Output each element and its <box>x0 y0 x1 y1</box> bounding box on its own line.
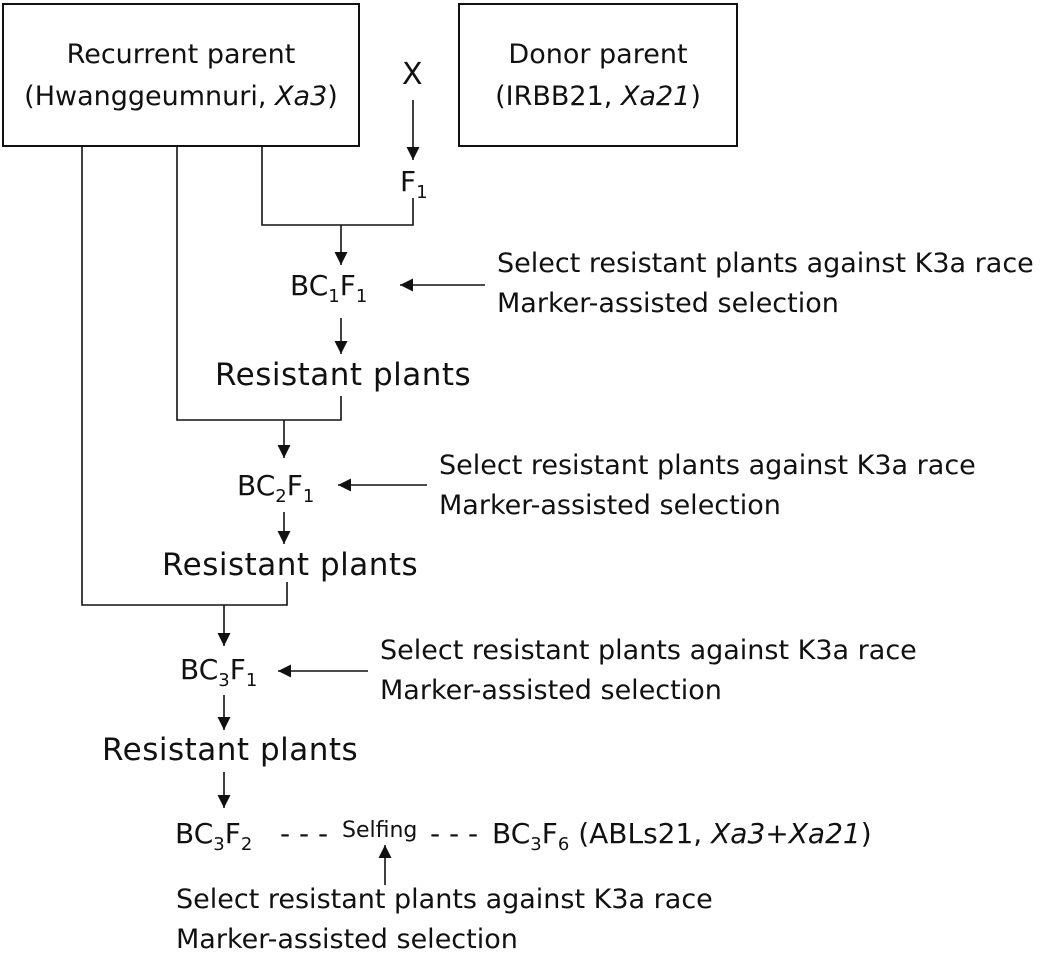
final-gene-xa3: Xa3 <box>711 817 766 850</box>
bc2-resistant-plants: Resistant plants <box>162 547 419 583</box>
bc2-cross-line <box>176 147 342 421</box>
bc3-selection-line2: Marker-assisted selection <box>380 675 722 706</box>
recurrent-parent-box: Recurrent parent (Hwanggeumnuri, Xa3) <box>2 3 360 147</box>
bc3f6-label: BC3F6 (ABLs21, Xa3+Xa21) <box>492 817 872 855</box>
f1-label: F1 <box>400 165 428 203</box>
donor-parent-box: Donor parent (IRBB21, Xa21) <box>458 3 738 147</box>
selfing-dash-right: - - - <box>430 817 479 850</box>
final-line-name: (ABLs21, <box>569 817 712 850</box>
bc1-selection-line1: Select resistant plants against K3a race <box>497 248 1034 279</box>
bc2f1-label: BC2F1 <box>237 469 315 507</box>
bc2-selection-line1: Select resistant plants against K3a race <box>439 450 976 481</box>
bc1-selection-text: Select resistant plants against K3a race… <box>497 244 1034 324</box>
bc3-resistant-plants: Resistant plants <box>102 732 359 768</box>
selfing-dash-left: - - - <box>280 817 329 850</box>
bc3-selection-line1: Select resistant plants against K3a race <box>380 635 917 666</box>
recurrent-parent-detail: (Hwanggeumnuri, Xa3) <box>24 81 338 112</box>
bc3f1-label: BC3F1 <box>180 653 258 691</box>
bc1-resistant-plants: Resistant plants <box>215 357 472 393</box>
donor-gene: Xa21 <box>620 81 691 112</box>
donor-parent-title: Donor parent <box>508 39 688 70</box>
selfing-selection-line2: Marker-assisted selection <box>176 924 518 955</box>
bc3-selection-text: Select resistant plants against K3a race… <box>380 631 917 711</box>
final-gene-xa21: Xa21 <box>788 817 861 850</box>
bc2-selection-text: Select resistant plants against K3a race… <box>439 446 976 526</box>
bc3f2-label: BC3F2 <box>175 817 253 855</box>
selfing-label: Selfing <box>342 818 418 843</box>
bc1f1-label: BC1F1 <box>290 269 368 307</box>
donor-parent-detail: (IRBB21, Xa21) <box>495 81 701 112</box>
bc1-cross-line <box>261 147 414 226</box>
selfing-selection-text: Select resistant plants against K3a race… <box>176 880 713 960</box>
bc3-cross-line <box>81 147 288 606</box>
recurrent-parent-title: Recurrent parent <box>66 39 296 70</box>
bc2-selection-line2: Marker-assisted selection <box>439 490 781 521</box>
bc1-selection-line2: Marker-assisted selection <box>497 288 839 319</box>
cross-symbol: X <box>402 57 423 92</box>
selfing-selection-line1: Select resistant plants against K3a race <box>176 884 713 915</box>
recurrent-gene: Xa3 <box>275 81 328 112</box>
